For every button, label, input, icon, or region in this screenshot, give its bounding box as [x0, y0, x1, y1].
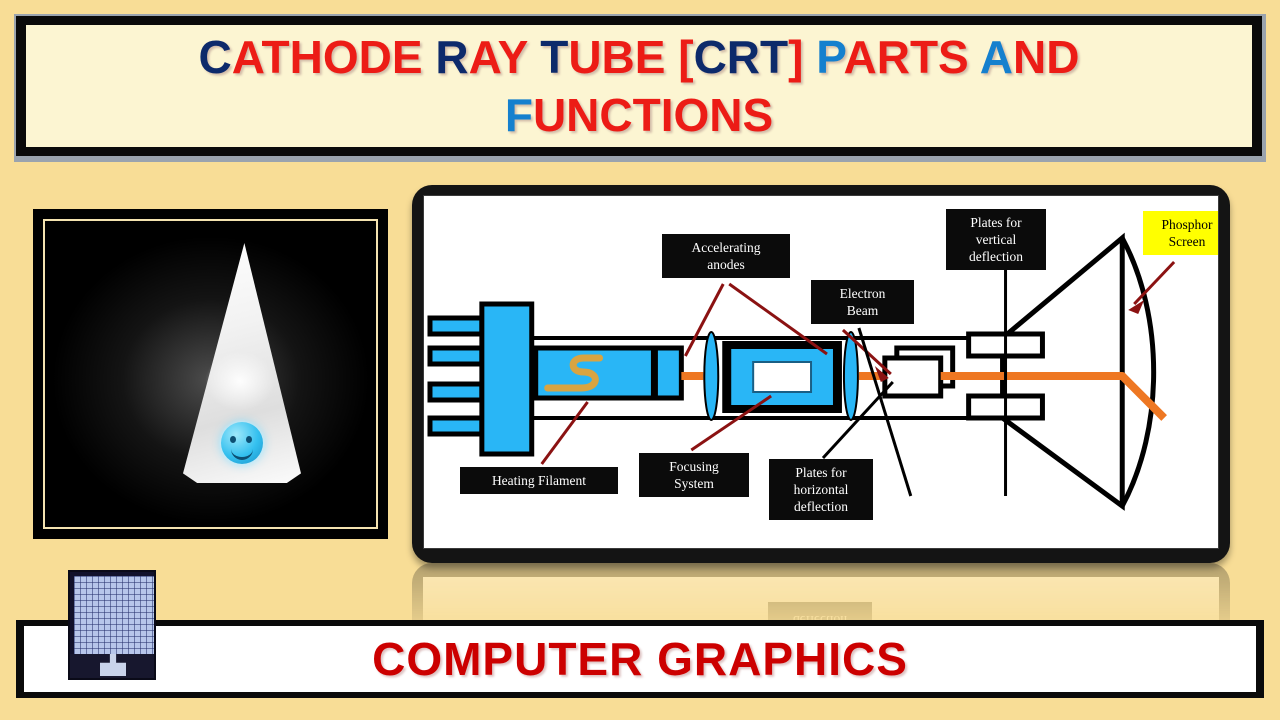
title-segment-11: A [979, 31, 1014, 83]
title-segment-3: AY [468, 31, 541, 83]
title-plate: CATHODE RAY TUBE [CRT] PARTS AND FUNCTIO… [26, 25, 1252, 147]
cathode-cap [652, 345, 684, 401]
label-focusing-system: Focusing System [639, 453, 749, 497]
title-segment-12: ND [1013, 31, 1080, 83]
title-segment-6: [ [678, 31, 694, 83]
title-segment-4: T [540, 31, 569, 83]
title-segment-8: ] [788, 31, 817, 83]
tube-neck [483, 336, 1003, 420]
deflected-beam [1076, 372, 1167, 421]
title-segment-2: R [435, 31, 469, 83]
crt-diagram-panel: Accelerating anodes Electron Beam Plates… [412, 185, 1230, 563]
beam-seg-3 [940, 372, 1081, 380]
electron-beam-arrowhead [874, 366, 889, 382]
label-plates-horizontal-deflection: Plates for horizontal deflection [769, 459, 873, 520]
title-segment-1: ATHODE [231, 31, 436, 83]
phosphor-screen-face [1120, 236, 1157, 508]
crt-photo-thumbnail [33, 209, 388, 539]
crt-schematic [427, 212, 1176, 511]
filament-coil [544, 354, 604, 392]
title-banner: CATHODE RAY TUBE [CRT] PARTS AND FUNCTIO… [14, 14, 1266, 162]
bottom-banner: COMPUTER GRAPHICS [16, 620, 1264, 698]
title-segment-1: UNCTIONS [532, 89, 774, 141]
crt-diagram-canvas: Accelerating anodes Electron Beam Plates… [423, 195, 1219, 549]
beam-seg-1 [681, 372, 704, 380]
pixel-grid [74, 576, 154, 658]
pixel-grid-thumbnail [68, 570, 156, 680]
title-segment-0: C [198, 31, 232, 83]
focusing-system-aperture [752, 361, 813, 393]
base-pins [427, 315, 485, 437]
label-accelerating-anodes: Accelerating anodes [662, 234, 790, 278]
focus-lens-right [842, 331, 859, 421]
title-segment-9: P [816, 31, 844, 83]
title-banner-frame: CATHODE RAY TUBE [CRT] PARTS AND FUNCTIO… [16, 16, 1262, 156]
title-segment-10: ARTS [843, 31, 980, 83]
crt-photo-frame [43, 219, 378, 529]
cathode-base-block [479, 301, 535, 457]
bottom-banner-title: COMPUTER GRAPHICS [372, 633, 908, 685]
bottom-banner-plate: COMPUTER GRAPHICS [24, 626, 1256, 692]
focus-lens-left [703, 331, 720, 421]
title-segment-0: F [504, 89, 533, 141]
title-segment-5: UBE [568, 31, 679, 83]
phosphor-screen-arrow [1128, 260, 1176, 314]
title-segment-7: CRT [693, 31, 789, 83]
anode-front [882, 355, 944, 399]
label-electron-beam: Electron Beam [811, 280, 914, 324]
leader-lines [540, 282, 892, 465]
cone-highlight [205, 351, 275, 411]
label-plates-vertical-deflection: Plates for vertical deflection [946, 209, 1046, 270]
title-line-1: CATHODE RAY TUBE [CRT] PARTS AND [199, 28, 1080, 86]
smiley-face-icon [221, 422, 263, 464]
label-phosphor-screen: Phosphor Screen [1143, 211, 1218, 255]
title-line-2: FUNCTIONS [505, 86, 773, 144]
label-heating-filament: Heating Filament [460, 467, 618, 494]
